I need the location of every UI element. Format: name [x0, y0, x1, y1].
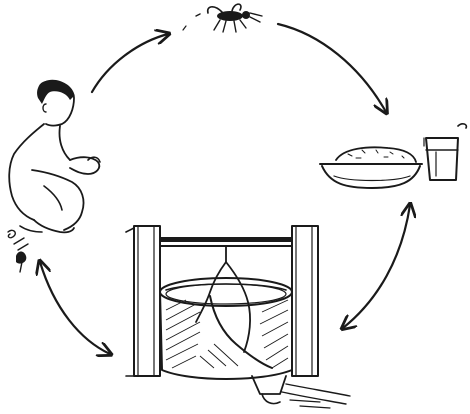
fly-icon: [183, 4, 262, 32]
arrow-fly-to-food: [278, 24, 386, 112]
food-bowl-and-cup-icon: [320, 124, 466, 188]
arrow-food-water: [343, 205, 410, 328]
arrow-water-person: [40, 262, 110, 354]
squatting-person-icon: [8, 80, 100, 272]
well-bucket-icon: [126, 226, 350, 408]
arrow-person-to-fly: [92, 34, 168, 92]
